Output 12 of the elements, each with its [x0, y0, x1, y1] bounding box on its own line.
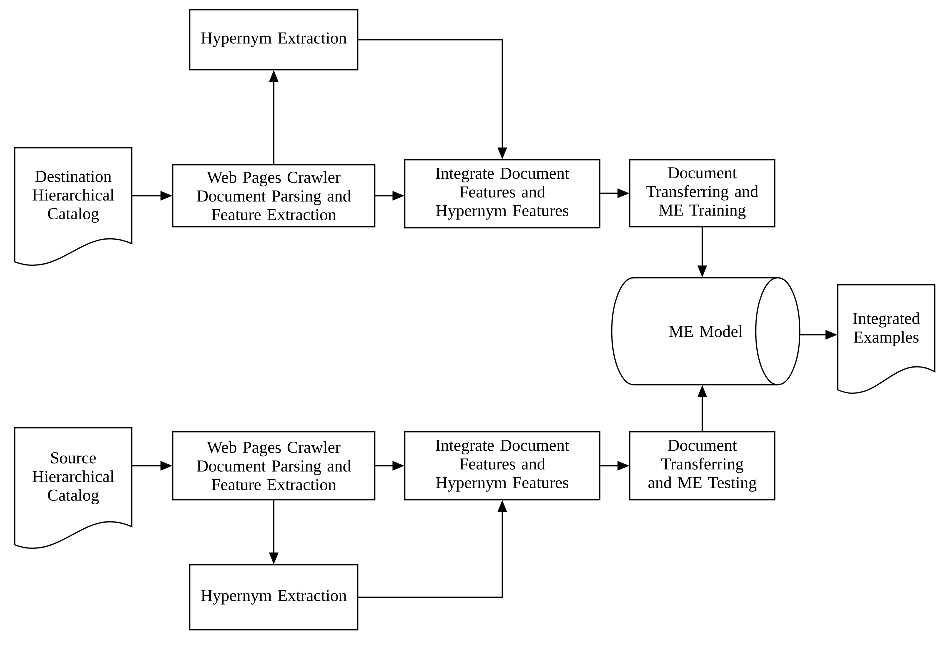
process-box: Document Transferring and ME Training [629, 159, 776, 228]
process-box: Hypernym Extraction [189, 564, 359, 631]
process-box: Integrate Document Features and Hypernym Features [404, 159, 601, 229]
process-box: Hypernym Extraction [189, 9, 359, 71]
document-shape: Source Hierarchical Catalog [14, 427, 133, 549]
database-cylinder: ME Model [611, 277, 801, 386]
process-box: Web Pages Crawler Document Parsing and Feature Extraction [172, 431, 376, 501]
document-shape: Integrated Examples [837, 284, 936, 394]
process-box: Integrate Document Features and Hypernym Features [404, 431, 601, 501]
document-shape: Destination Hierarchical Catalog [14, 147, 133, 266]
process-box: Web Pages Crawler Document Parsing and Feature Extraction [172, 164, 376, 228]
process-box: Document Transferring and ME Testing [629, 431, 776, 501]
